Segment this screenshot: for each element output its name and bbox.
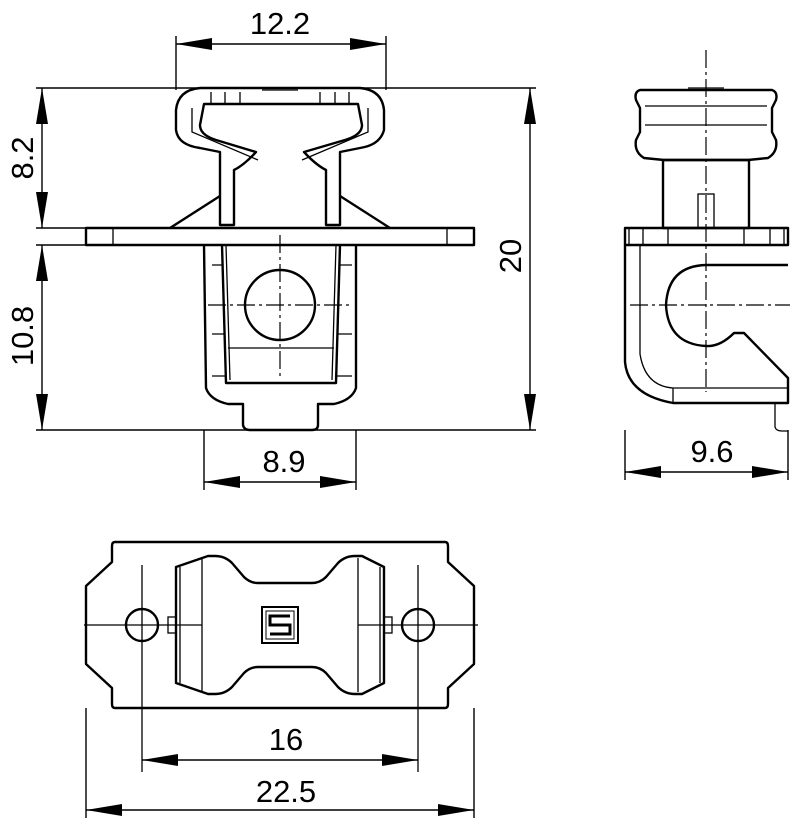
dim-total-height: 20 <box>493 239 528 273</box>
dim-hole-spacing: 16 <box>269 722 303 757</box>
side-view <box>623 50 790 432</box>
dim-body-height: 10.8 <box>5 306 40 366</box>
rib-right <box>339 194 391 230</box>
dim-knob-width: 12.2 <box>250 6 310 41</box>
dim-body-width: 8.9 <box>262 444 305 479</box>
knob-outline <box>174 86 386 227</box>
dogbone <box>174 554 386 696</box>
side-bracket <box>623 245 790 405</box>
front-view <box>84 86 476 432</box>
dimension-lines <box>36 36 789 818</box>
top-outline <box>84 540 476 710</box>
rib-left <box>169 194 221 230</box>
dim-knob-height: 8.2 <box>5 136 40 179</box>
top-view <box>84 540 478 772</box>
logo-icon <box>261 606 299 644</box>
dim-flange-width: 22.5 <box>256 774 316 809</box>
dim-side-depth: 9.6 <box>690 434 733 469</box>
